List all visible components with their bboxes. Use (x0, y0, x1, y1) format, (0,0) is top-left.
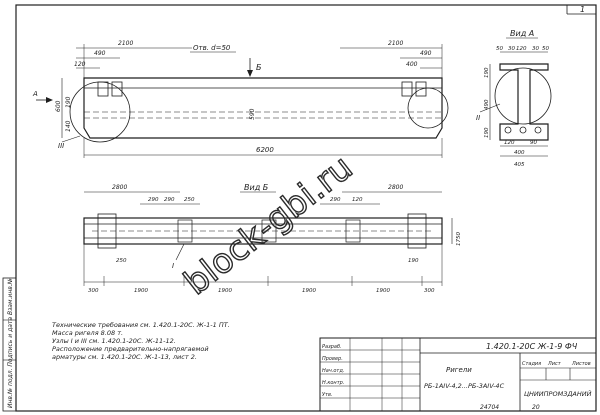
svg-text:2100: 2100 (388, 40, 403, 47)
svg-text:190: 190 (484, 127, 490, 138)
svg-text:50: 50 (542, 46, 549, 52)
sheet-number: 1 (580, 5, 585, 14)
node-mark-i: I (172, 262, 174, 270)
svg-text:300: 300 (424, 288, 435, 294)
side-view-label: Вид А (510, 29, 534, 38)
svg-text:290: 290 (164, 197, 175, 203)
svg-text:190: 190 (408, 258, 419, 264)
svg-text:1900: 1900 (134, 288, 148, 294)
svg-text:Н.контр.: Н.контр. (322, 380, 344, 386)
svg-text:120: 120 (74, 61, 86, 68)
note-line: Расположение предварительно-напрягаемой (52, 345, 209, 353)
svg-text:120: 120 (516, 46, 527, 52)
svg-text:30: 30 (532, 46, 539, 52)
svg-text:2800: 2800 (388, 184, 403, 191)
svg-text:2100: 2100 (118, 40, 133, 47)
svg-text:590: 590 (249, 108, 256, 120)
svg-text:Листов: Листов (571, 361, 591, 367)
title-org: ЦНИИПРОМЗДАНИЙ (524, 389, 592, 398)
node-mark-iii: III (58, 142, 64, 150)
svg-text:Лист: Лист (547, 361, 562, 367)
hole-label: Отв. d=50 (193, 44, 231, 52)
svg-text:90: 90 (530, 140, 537, 146)
title-marks: РБ-1АIV-4,2...РБ-3АIV-4С (424, 382, 505, 390)
svg-text:490: 490 (94, 50, 106, 57)
title-name: Ригели (446, 366, 472, 374)
notes: Технические требования см. 1.420.1-20С. … (52, 321, 230, 361)
left-stamp-text: Инв.№ подл. Подпись и дата Взам.инв.№ (7, 278, 14, 408)
svg-text:300: 300 (88, 288, 99, 294)
svg-text:140: 140 (65, 120, 72, 132)
svg-text:2800: 2800 (112, 184, 127, 191)
svg-text:400: 400 (406, 61, 418, 68)
svg-text:490: 490 (420, 50, 432, 57)
svg-text:600: 600 (55, 100, 62, 112)
svg-text:Провер.: Провер. (322, 356, 343, 362)
svg-text:120: 120 (504, 140, 515, 146)
svg-text:1900: 1900 (218, 288, 232, 294)
svg-text:400: 400 (514, 150, 525, 156)
side-view: Вид А 50 30 120 30 50 120 90 400 405 190… (476, 29, 552, 168)
svg-text:250: 250 (116, 258, 127, 264)
svg-text:1750: 1750 (456, 232, 462, 246)
svg-text:50: 50 (496, 46, 503, 52)
svg-text:Утв.: Утв. (322, 392, 333, 398)
note-line: Технические требования см. 1.420.1-20С. … (52, 321, 230, 329)
note-line: арматуры см. 1.420.1-20С. Ж-1-13, лист 2… (52, 353, 197, 361)
section-mark-b: Б (256, 63, 262, 72)
svg-text:190: 190 (65, 96, 72, 108)
top-view: 2100 490 2100 490 400 120 Отв. d=50 Б А … (32, 40, 449, 158)
svg-text:1900: 1900 (302, 288, 316, 294)
node-circle-iii (69, 81, 131, 143)
node-mark-ii: II (476, 114, 480, 122)
svg-text:Разраб.: Разраб. (322, 344, 342, 350)
svg-text:30: 30 (508, 46, 515, 52)
bottom-view: Вид Б 2800 2800 290 290 250 290 120 1750… (83, 183, 462, 294)
svg-text:490: 490 (484, 99, 490, 110)
svg-text:120: 120 (352, 197, 363, 203)
sheet-frame (15, 4, 597, 412)
svg-text:250: 250 (184, 197, 195, 203)
title-block: Разраб. Провер. Нач.отд. Н.контр. Утв. 1… (319, 337, 597, 412)
bottom-view-label: Вид Б (244, 183, 269, 192)
note-line: Узлы I и III см. 1.420.1-20С. Ж-11-12. (52, 337, 176, 345)
title-code: 1.420.1-20С Ж-1-9 ФЧ (486, 342, 578, 351)
left-stamp-box (2, 277, 17, 412)
svg-text:Нач.отд.: Нач.отд. (322, 368, 344, 374)
svg-text:1900: 1900 (376, 288, 390, 294)
inventory-number: 24704 (480, 404, 499, 411)
svg-text:290: 290 (148, 197, 159, 203)
svg-text:405: 405 (514, 162, 525, 168)
svg-text:190: 190 (484, 67, 490, 78)
section-mark-a: А (32, 90, 38, 98)
overall-length: 6200 (256, 146, 274, 154)
svg-text:290: 290 (330, 197, 341, 203)
note-line: Масса ригеля 8.08 т. (52, 329, 123, 337)
page-number: 20 (532, 404, 540, 411)
svg-text:Стадия: Стадия (522, 361, 541, 367)
